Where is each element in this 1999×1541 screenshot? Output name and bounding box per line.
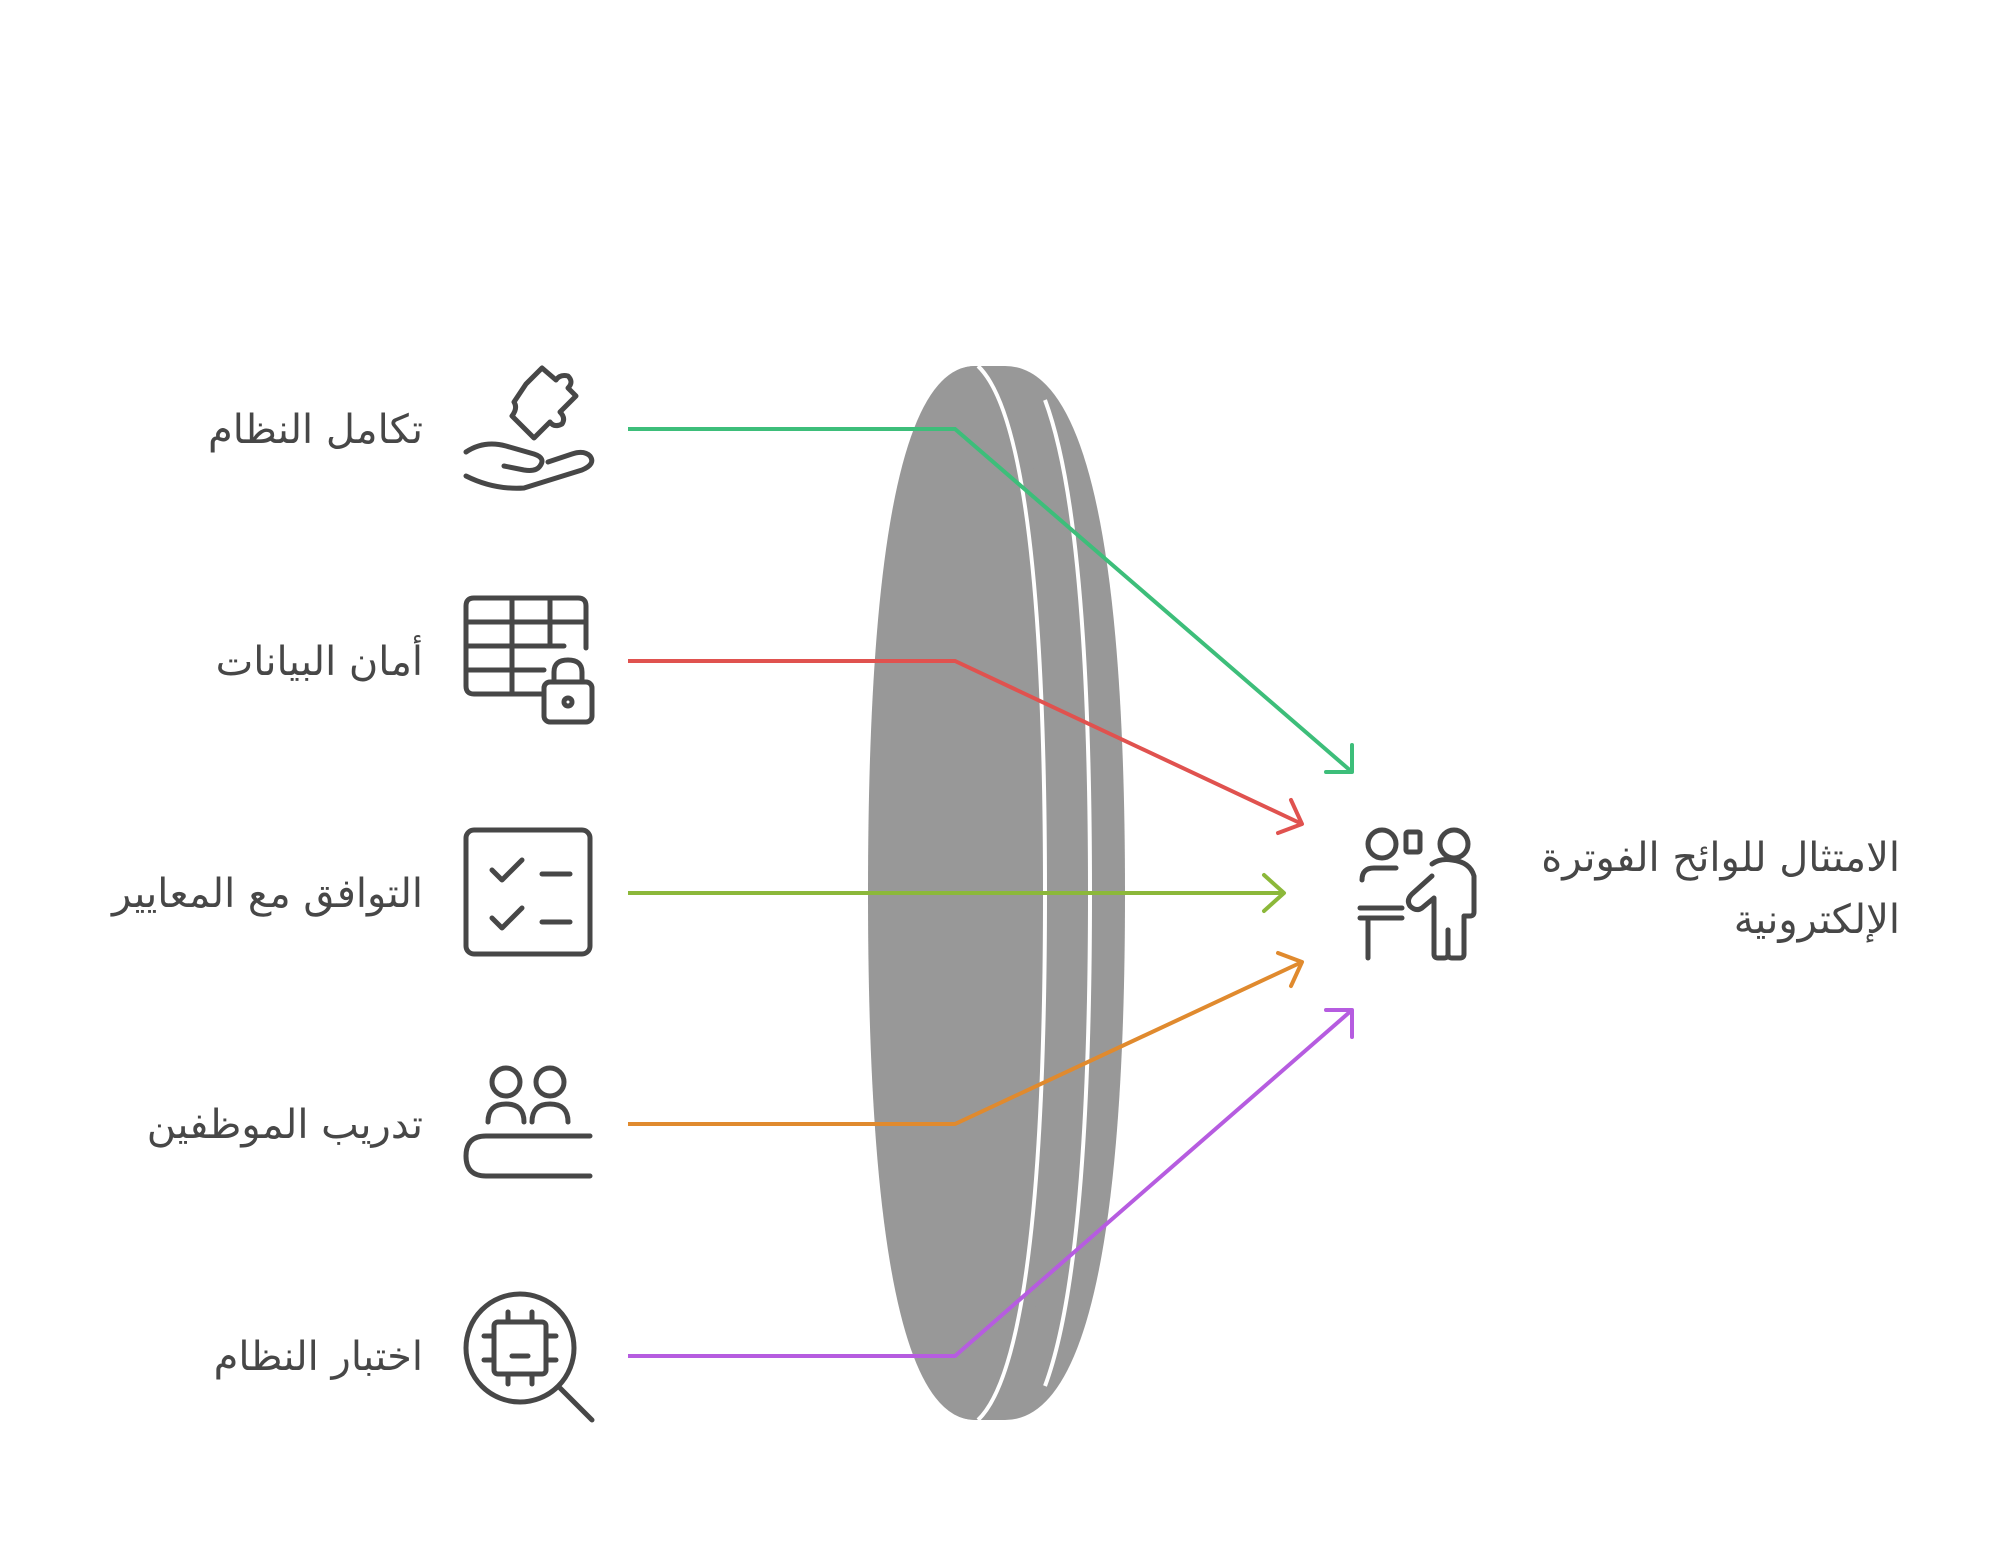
- chip-search-icon: [463, 1291, 595, 1423]
- people-training-icon: [463, 1065, 593, 1179]
- presenter-icon: [1357, 827, 1477, 961]
- checklist-icon: [463, 827, 593, 957]
- connectors: [628, 427, 1354, 1358]
- output-label-line1: الامتثال للوائح الفوترة: [1541, 835, 1900, 881]
- label-staff-training: تدريب الموظفين: [146, 1102, 423, 1148]
- connector-system-integration: [628, 427, 1354, 774]
- connector-data-security: [628, 659, 1304, 835]
- connector-standards-compliance: [628, 873, 1286, 913]
- label-system-testing: اختبار النظام: [213, 1334, 423, 1380]
- label-system-integration: تكامل النظام: [208, 407, 423, 453]
- connector-staff-training: [628, 951, 1304, 1126]
- output-label-line2: الإلكترونية: [1733, 897, 1900, 943]
- hand-puzzle-icon: [463, 365, 595, 491]
- label-data-security: أمان البيانات: [215, 639, 423, 685]
- label-standards-compliance: التوافق مع المعايير: [112, 871, 423, 917]
- connector-system-testing: [628, 1008, 1354, 1358]
- table-lock-icon: [463, 595, 595, 725]
